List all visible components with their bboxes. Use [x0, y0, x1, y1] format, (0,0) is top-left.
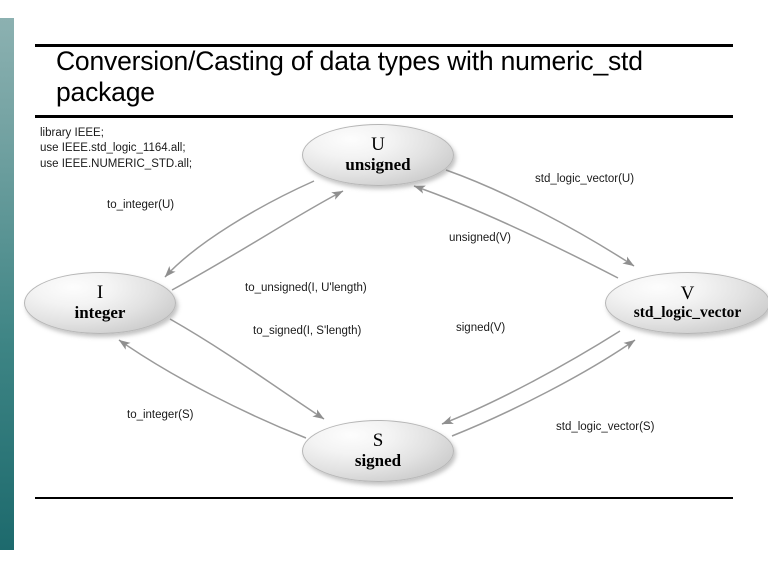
edge-label-std-logic-vector-s: std_logic_vector(S) [556, 421, 655, 433]
edge-label-to-signed: to_signed(I, S'length) [253, 325, 362, 337]
edge-label-std-logic-vector-u: std_logic_vector(U) [535, 173, 635, 185]
node-unsigned-label: unsigned [345, 155, 411, 175]
node-integer-abbr: I [96, 282, 104, 304]
accent-stripe [0, 18, 14, 550]
node-std-logic-vector-label: std_logic_vector [633, 304, 742, 322]
edge-s-to-i [118, 339, 307, 439]
library-declaration-text: library IEEE; use IEEE.std_logic_1164.al… [40, 127, 193, 170]
page-title: Conversion/Casting of data types with nu… [56, 46, 643, 108]
edge-v-to-u [413, 185, 619, 279]
title-rule-bottom [35, 115, 733, 118]
node-signed[interactable]: S signed [302, 420, 454, 482]
node-integer-label: integer [74, 303, 126, 323]
node-integer[interactable]: I integer [24, 272, 176, 334]
node-unsigned-abbr: U [371, 134, 385, 156]
edge-v-to-s [441, 330, 621, 425]
edge-label-to-unsigned: to_unsigned(I, U'length) [245, 282, 367, 294]
node-unsigned[interactable]: U unsigned [302, 124, 454, 186]
edge-u-to-i [164, 180, 315, 278]
node-signed-label: signed [354, 451, 402, 471]
footer-rule [35, 497, 733, 499]
edge-i-to-u [171, 190, 344, 291]
slide-footer: TECHNISCHE UNIVERSITÄT CHEMNITZ Prof. U.… [0, 497, 768, 576]
node-signed-abbr: S [372, 430, 384, 452]
edge-label-to-integer-s: to_integer(S) [127, 409, 194, 421]
node-std-logic-vector[interactable]: V std_logic_vector [605, 272, 768, 334]
edge-label-unsigned-v: unsigned(V) [449, 232, 512, 244]
title-rule-top [35, 44, 733, 47]
node-std-logic-vector-abbr: V [680, 283, 695, 305]
edge-label-to-integer-u: to_integer(U) [107, 199, 175, 211]
edge-label-signed-v: signed(V) [456, 322, 506, 334]
